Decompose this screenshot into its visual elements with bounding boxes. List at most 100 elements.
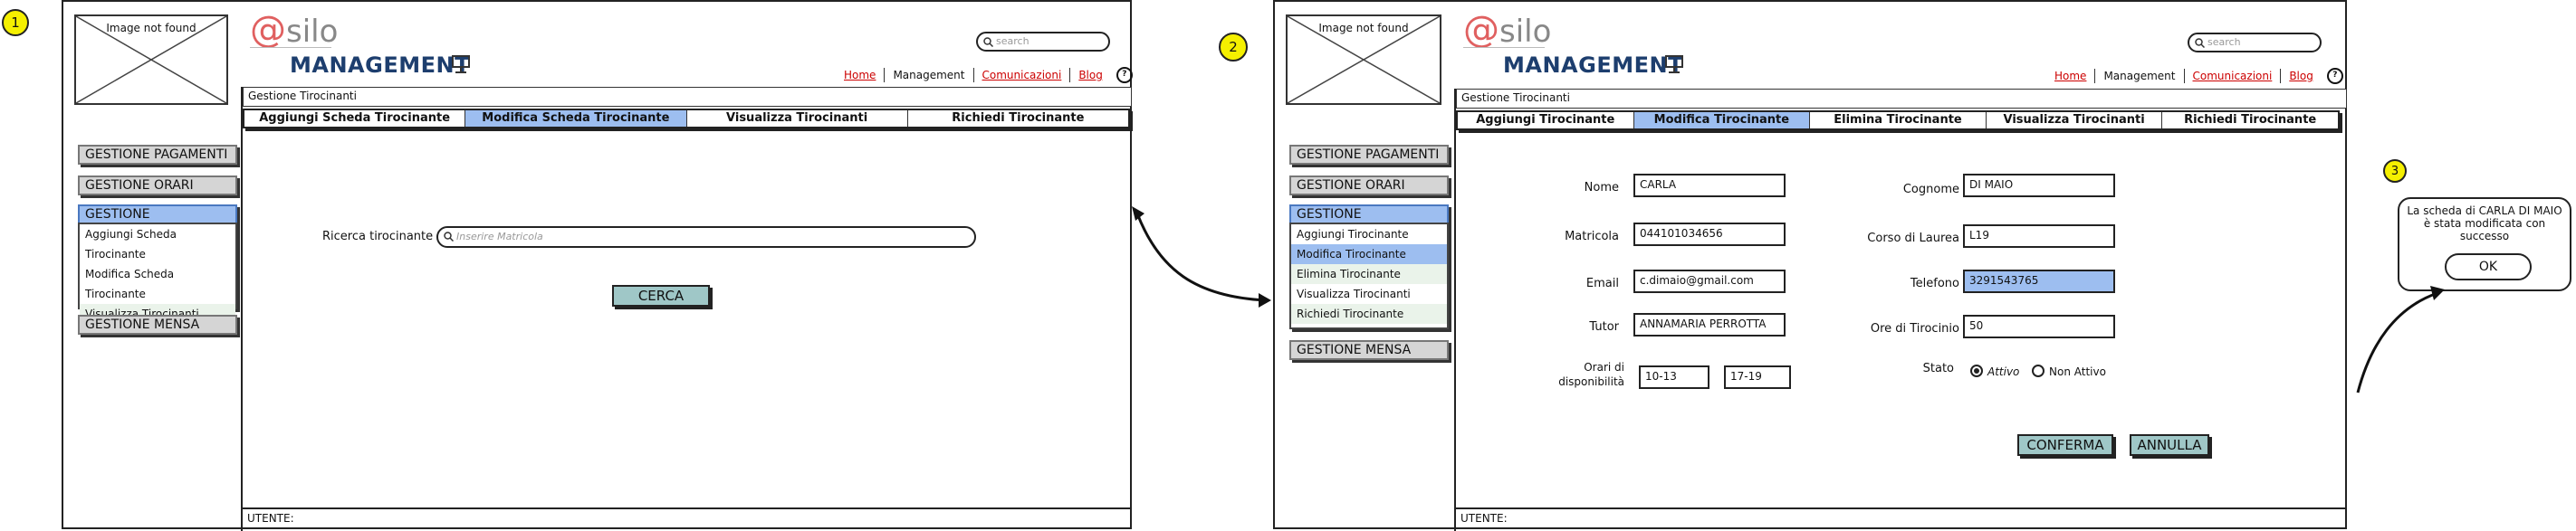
nome-field[interactable]: CARLA: [1633, 174, 1786, 197]
cognome-label: Cognome: [1902, 183, 1959, 196]
nav-management[interactable]: Management: [2103, 70, 2176, 82]
dialog-message-line: La scheda di CARLA DI MAIO: [2407, 204, 2562, 217]
sidebar-mensa[interactable]: GESTIONE MENSA: [78, 315, 237, 335]
flow-arrow-2: [2356, 286, 2445, 394]
step-badge-2: 2: [1219, 33, 1248, 62]
tab-richiedi[interactable]: Richiedi Tirocinante: [952, 111, 1085, 125]
sidebar-tirocinanti[interactable]: GESTIONE TIROCINANTI: [78, 204, 237, 238]
app-title: MANAGEMENT: [1503, 52, 1683, 78]
tab-modifica-scheda[interactable]: Modifica Scheda Tirocinante: [465, 110, 687, 127]
email-label: Email: [1585, 277, 1619, 290]
help-icon[interactable]: ?: [1116, 67, 1133, 83]
top-search-input[interactable]: search: [2188, 33, 2322, 52]
help-icon[interactable]: ?: [2326, 68, 2343, 84]
flow-arrow-1: [1132, 206, 1271, 308]
nav-comunicazioni[interactable]: Comunicazioni: [2192, 70, 2273, 82]
footer-user: UTENTE:: [1456, 507, 2347, 529]
sidebar-pagamenti[interactable]: GESTIONE PAGAMENTI: [1289, 145, 1449, 165]
orari-from-field[interactable]: 10-13: [1639, 365, 1709, 389]
monitor-icon: [1664, 54, 1684, 78]
tab-bar: Aggiungi Scheda Tirocinante Modifica Sch…: [243, 109, 1130, 128]
search-icon: [2195, 38, 2205, 48]
tutor-label: Tutor: [1589, 320, 1619, 334]
tab-visualizza[interactable]: Visualizza Tirocinanti: [1987, 112, 2163, 128]
submenu-item[interactable]: Richiedi Tirocinante: [1291, 304, 1447, 324]
conferma-button[interactable]: CONFERMA: [2017, 434, 2113, 456]
stato-radio-attivo[interactable]: Attivo: [1970, 363, 2019, 378]
matricola-search-input[interactable]: Inserire Matricola: [436, 226, 976, 248]
sidebar-pagamenti[interactable]: GESTIONE PAGAMENTI: [78, 145, 237, 165]
stato-label: Stato: [1922, 362, 1954, 375]
monitor-icon: [451, 54, 471, 78]
breadcrumb-bar: Gestione Tirocinanti: [243, 87, 1132, 107]
cognome-field[interactable]: DI MAIO: [1963, 174, 2115, 197]
submenu-item[interactable]: Visualizza Tirocinanti: [1297, 288, 1411, 300]
matricola-label: Matricola: [1565, 230, 1619, 243]
telefono-field[interactable]: 3291543765: [1963, 270, 2115, 293]
ore-label: Ore di Tirocinio: [1870, 322, 1959, 336]
submenu-item[interactable]: Modifica Scheda Tirocinante: [85, 268, 175, 300]
sidebar-mensa[interactable]: GESTIONE MENSA: [1289, 340, 1449, 360]
breadcrumb-bar: Gestione Tirocinanti: [1456, 89, 2347, 109]
nome-label: Nome: [1584, 181, 1619, 194]
sidebar-submenu: Aggiungi Tirocinante Modifica Tirocinant…: [1289, 223, 1449, 329]
screen2-window: Image not found @silo MANAGEMENT search …: [1273, 0, 2347, 531]
submenu-item[interactable]: Modifica Tirocinante: [1291, 244, 1447, 264]
app-logo: @silo: [250, 9, 339, 51]
sidebar-submenu: Aggiungi Scheda Tirocinante Modifica Sch…: [78, 223, 237, 340]
logo-image-placeholder: Image not found: [1286, 14, 1441, 105]
step-badge-1: 1: [2, 9, 29, 36]
search-trainee-label: Ricerca tirocinante: [322, 230, 434, 243]
search-icon: [983, 37, 993, 47]
top-nav: Home Management Comunicazioni Blog ?: [2046, 68, 2343, 84]
logo-image-placeholder: Image not found: [74, 14, 228, 105]
corso-field[interactable]: L19: [1963, 224, 2115, 248]
matricola-field[interactable]: 044101034656: [1633, 223, 1786, 246]
ok-button[interactable]: OK: [2445, 253, 2532, 280]
top-nav: Home Management Comunicazioni Blog ?: [836, 67, 1133, 83]
dialog-message-line: è stata modificata con: [2423, 217, 2546, 230]
tab-modifica[interactable]: Modifica Tirocinante: [1633, 112, 1811, 128]
image-placeholder-text: Image not found: [1318, 22, 1409, 34]
footer-user: UTENTE:: [243, 507, 1132, 529]
radio-checked-icon: [1970, 365, 1983, 377]
image-placeholder-text: Image not found: [106, 22, 196, 34]
orari-to-field[interactable]: 17-19: [1724, 365, 1791, 389]
submenu-item[interactable]: Aggiungi Scheda Tirocinante: [85, 228, 177, 261]
search-icon: [444, 232, 454, 242]
telefono-label: Telefono: [1910, 277, 1959, 290]
annulla-button[interactable]: ANNULLA: [2130, 434, 2209, 456]
nav-comunicazioni[interactable]: Comunicazioni: [982, 69, 1062, 81]
tab-bar: Aggiungi Tirocinante Modifica Tirocinant…: [1456, 110, 2340, 130]
nav-management[interactable]: Management: [893, 69, 965, 81]
step-badge-3: 3: [2383, 159, 2407, 183]
nav-home[interactable]: Home: [844, 69, 876, 81]
top-search-input[interactable]: search: [976, 32, 1110, 52]
corso-label: Corso di Laurea: [1867, 232, 1959, 245]
app-logo: @silo: [1463, 9, 1552, 51]
ore-field[interactable]: 50: [1963, 315, 2115, 338]
screen1-window: Image not found @silo MANAGEMENT search …: [62, 0, 1133, 531]
success-dialog: La scheda di CARLA DI MAIO è stata modif…: [2398, 197, 2571, 291]
email-field[interactable]: c.dimaio@gmail.com: [1633, 270, 1786, 293]
tab-visualizza[interactable]: Visualizza Tirocinanti: [687, 110, 908, 127]
sidebar-orari[interactable]: GESTIONE ORARI: [1289, 175, 1449, 195]
submenu-item[interactable]: Elimina Tirocinante: [1291, 264, 1447, 284]
app-title: MANAGEMENT: [290, 52, 470, 78]
nav-home[interactable]: Home: [2054, 70, 2087, 82]
stato-radio-non-attivo[interactable]: Non Attivo: [2032, 363, 2106, 378]
tab-richiedi[interactable]: Richiedi Tirocinante: [2184, 113, 2317, 127]
sidebar-tirocinanti[interactable]: GESTIONE TIROCINANTI: [1289, 204, 1449, 238]
tutor-field[interactable]: ANNAMARIA PERROTTA: [1633, 313, 1786, 337]
submenu-item[interactable]: Aggiungi Tirocinante: [1297, 228, 1409, 241]
tab-elimina[interactable]: Elimina Tirocinante: [1810, 112, 1987, 128]
tab-aggiungi-scheda[interactable]: Aggiungi Scheda Tirocinante: [244, 110, 466, 127]
dialog-message-line: successo: [2459, 230, 2510, 242]
radio-unchecked-icon: [2032, 365, 2045, 377]
sidebar-orari[interactable]: GESTIONE ORARI: [78, 175, 237, 195]
nav-blog[interactable]: Blog: [1078, 69, 1103, 81]
nav-blog[interactable]: Blog: [2289, 70, 2313, 82]
tab-aggiungi[interactable]: Aggiungi Tirocinante: [1458, 112, 1634, 128]
cerca-button[interactable]: CERCA: [612, 285, 710, 307]
